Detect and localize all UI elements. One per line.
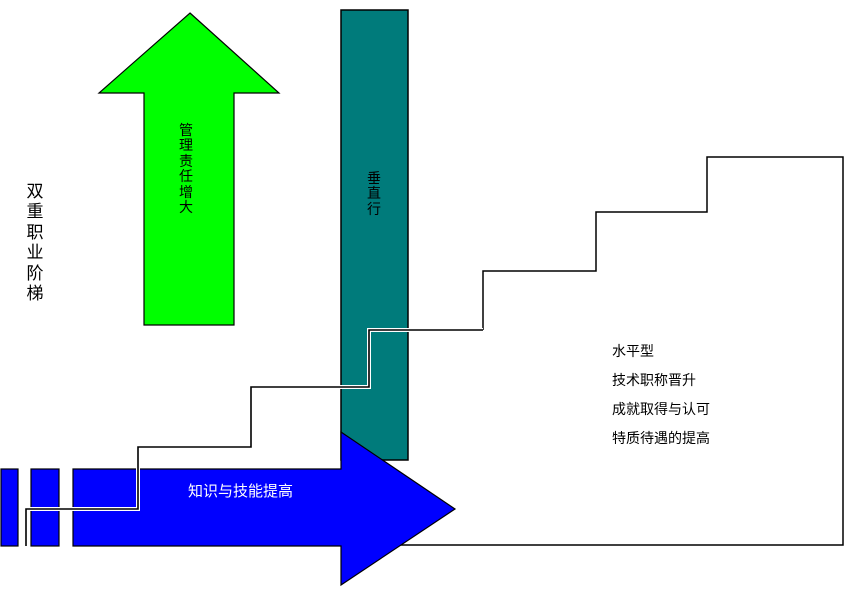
vertical-bar-label: 垂直行 <box>367 171 381 218</box>
horizontal-track-outline <box>385 156 844 546</box>
horizontal-line: 成就取得与认可 <box>612 402 710 418</box>
knowledge-arrow-label: 知识与技能提高 <box>188 482 294 500</box>
vertical-bar <box>340 9 409 461</box>
horizontal-description: 水平型 技术职称晋升 成就取得与认可 特质待遇的提高 <box>612 338 710 454</box>
knowledge-block-1 <box>0 468 19 547</box>
management-arrow-label: 管理责任增大 <box>179 123 193 216</box>
horizontal-line: 技术职称晋升 <box>612 373 696 389</box>
horizontal-line: 特质待遇的提高 <box>612 431 710 447</box>
staircase-line <box>25 329 483 546</box>
side-title: 双重职业阶梯 <box>26 182 44 304</box>
management-arrow <box>97 12 281 326</box>
knowledge-arrow <box>72 430 457 587</box>
horizontal-title: 水平型 <box>612 344 654 360</box>
